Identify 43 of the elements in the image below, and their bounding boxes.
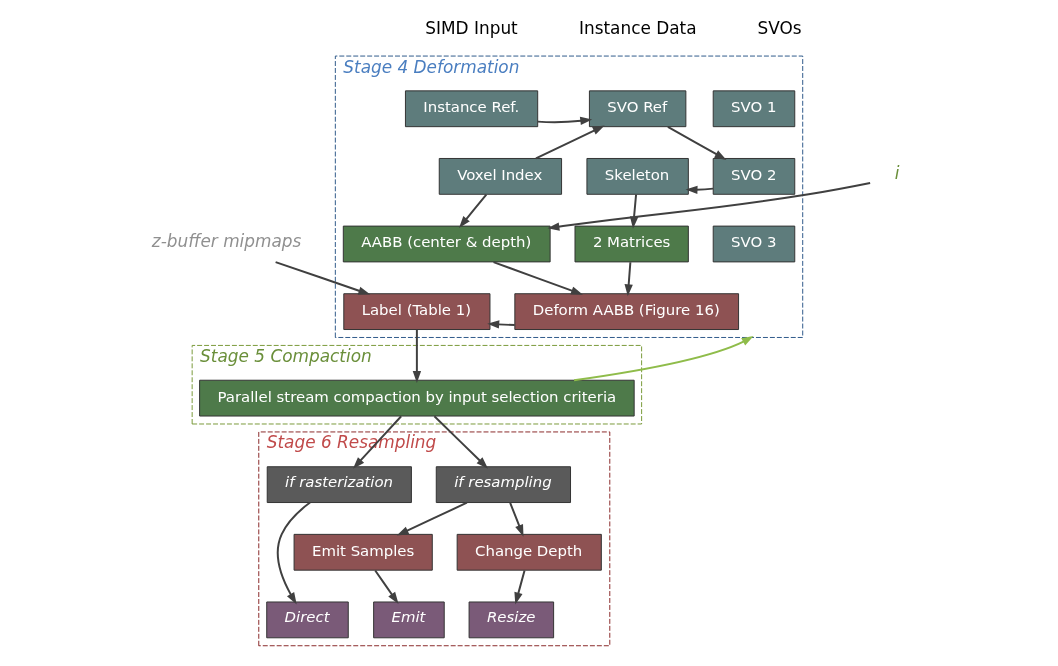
arrow	[514, 569, 526, 605]
node-box: Label (Table 1)	[343, 293, 491, 330]
arrow	[374, 569, 399, 604]
node-box: SVO 2	[712, 158, 796, 195]
node-box: Deform AABB (Figure 16)	[514, 293, 740, 330]
arrow	[487, 320, 516, 329]
node-text: z-buffer mipmaps	[151, 231, 302, 252]
arrow	[534, 125, 605, 160]
arrow	[685, 185, 715, 194]
node-box: Instance Ref.	[404, 90, 539, 128]
arrow	[629, 193, 639, 229]
node-box: Emit	[373, 601, 445, 639]
node-box: SVO 3	[712, 225, 796, 263]
node-box: Skeleton	[586, 158, 689, 195]
node-box: AABB (center & depth)	[342, 225, 551, 263]
arrow	[536, 116, 593, 126]
node-box: if rasterization	[266, 466, 412, 504]
arrow	[274, 261, 371, 295]
arrow	[573, 336, 754, 382]
label: Instance Data	[578, 18, 697, 39]
arrow	[624, 261, 633, 297]
node-box: Emit Samples	[293, 533, 433, 571]
node-box: SVO Ref	[588, 90, 687, 128]
node-box: SVO 1	[712, 90, 796, 128]
arrow	[412, 328, 422, 384]
arrow	[459, 193, 488, 228]
node-box: Parallel stream compaction by input selection criteria	[199, 379, 635, 417]
node-box: 2 Matrices	[574, 225, 689, 263]
arrow	[666, 125, 727, 160]
arrow	[433, 415, 489, 469]
node-box: Direct	[266, 601, 349, 639]
node-box: if resampling	[435, 466, 571, 504]
node-box: Change Depth	[456, 533, 602, 571]
label: SVOs	[757, 18, 802, 39]
arrow	[276, 501, 312, 605]
arrow	[509, 501, 524, 537]
arrow	[492, 261, 583, 295]
arrow	[547, 182, 872, 231]
node-box: Voxel Index	[438, 158, 563, 195]
arrow	[396, 501, 468, 536]
label: SIMD Input	[425, 18, 518, 39]
node-box: Resize	[468, 601, 555, 639]
node-text: i	[894, 163, 900, 184]
